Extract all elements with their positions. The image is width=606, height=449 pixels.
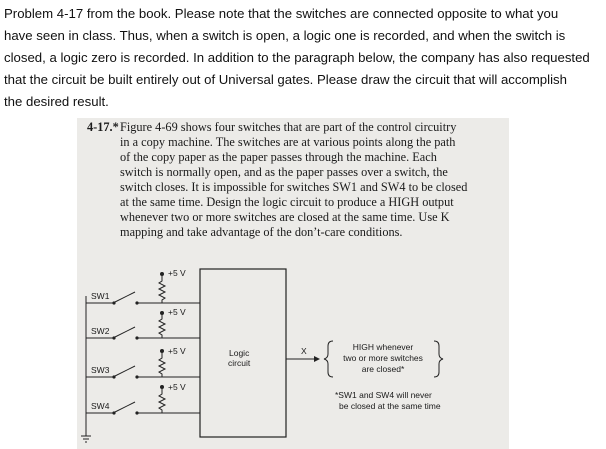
switch-sw1: SW1 (86, 291, 200, 305)
footnote-line-2: be closed at the same time (339, 401, 441, 411)
supply-label-1: +5 V (168, 268, 186, 278)
problem-line: at the same time. Design the logic circu… (120, 195, 454, 209)
left-brace (323, 340, 334, 378)
problem-line: mapping and take advantage of the don’t-… (120, 225, 403, 239)
output-description: HIGH whenever two or more switches are c… (323, 340, 444, 378)
switch-label-sw2: SW2 (91, 326, 110, 336)
problem-line: whenever two or more switches are closed… (120, 210, 450, 224)
pullup-resistor-3: +5 V (157, 346, 186, 377)
logic-circuit-box (199, 268, 287, 438)
problem-line: switch is normally open, and as the pape… (120, 165, 448, 179)
switch-sw3: SW3 (86, 365, 200, 379)
problem-line: of the copy paper as the paper passes th… (120, 150, 437, 164)
footnote-line-1: *SW1 and SW4 will never (335, 390, 432, 400)
supply-label-3: +5 V (168, 346, 186, 356)
pullup-resistor-4: +5 V (157, 382, 186, 413)
brace-line-1: HIGH whenever (353, 342, 414, 352)
switch-sw4: SW4 (86, 401, 200, 415)
problem-text: 4-17.* Figure 4-69 shows four switches t… (87, 120, 507, 240)
assignment-instructions: Problem 4-17 from the book. Please note … (4, 3, 602, 113)
brace-line-2: two or more switches (343, 353, 423, 363)
problem-line: switch closes. It is impossible for swit… (120, 180, 468, 194)
box-label-circuit: circuit (228, 358, 251, 368)
output-x: X (286, 346, 320, 362)
instruction-line: that the circuit be built entirely out o… (4, 72, 567, 87)
supply-label-2: +5 V (168, 307, 186, 317)
instruction-line: the desired result. (4, 94, 109, 109)
supply-terminal (160, 385, 164, 389)
pullup-resistor-2: +5 V (157, 307, 186, 338)
supply-terminal (160, 311, 164, 315)
brace-line-3: are closed* (362, 364, 405, 374)
switch-label-sw4: SW4 (91, 401, 110, 411)
switch-sw2: SW2 (86, 326, 200, 340)
problem-line: Figure 4-69 shows four switches that are… (120, 120, 457, 134)
instruction-line: closed, a logic zero is recorded. In add… (4, 50, 590, 65)
supply-label-4: +5 V (168, 382, 186, 392)
instruction-line: Problem 4-17 from the book. Please note … (4, 6, 559, 21)
supply-terminal (160, 349, 164, 353)
switch-label-sw1: SW1 (91, 291, 110, 301)
problem-number: 4-17.* (87, 120, 119, 134)
output-label: X (301, 346, 307, 356)
box-label-logic: Logic (229, 348, 250, 358)
switch-label-sw3: SW3 (91, 365, 110, 375)
pullup-resistor-1: +5 V (157, 268, 186, 303)
switch-circuit-figure: Logic circuit SW1 +5 V SW2 +5 V (81, 268, 444, 443)
supply-terminal (160, 272, 164, 276)
problem-line: in a copy machine. The switches are at v… (120, 135, 456, 149)
textbook-scan: 4-17.* Figure 4-69 shows four switches t… (77, 118, 509, 449)
ground-symbol (81, 435, 91, 443)
instruction-line: have seen in class. Thus, when a switch … (4, 28, 566, 43)
right-brace (433, 340, 444, 378)
